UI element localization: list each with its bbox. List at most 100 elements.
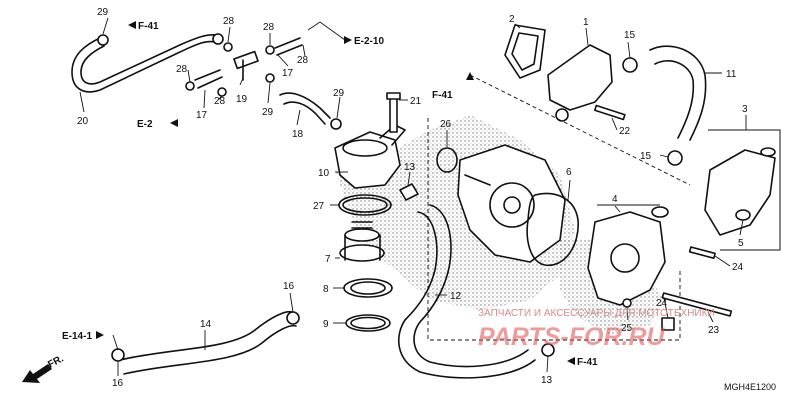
callout-10: 10 [318,168,330,179]
clamp-28-d-icon [185,81,195,91]
ref-f41-top: F-41 [138,21,159,32]
thermostat-cover-top [342,139,388,157]
callout-17-b: 17 [196,110,208,121]
hose-17-b [194,69,221,81]
dashed-outline-upper [469,74,691,186]
diagram-code: MGH4E1200 [724,382,776,392]
clamp-28-e-icon [217,87,227,97]
gasket-2 [504,24,546,79]
callout-9: 9 [323,319,329,330]
clamp-15-b-icon [667,150,683,166]
callout-28-c: 28 [297,55,309,66]
callout-13-a: 13 [404,162,416,173]
hose-18-inner [283,101,326,125]
seal-8-inner [350,281,386,295]
callout-5: 5 [738,238,744,249]
front-arrow-icon [22,364,52,383]
clamp-28-b-icon [223,42,233,52]
callout-24-b: 24 [656,298,668,309]
joint-19-icon [233,50,259,70]
clamp-29-b-icon [265,73,275,83]
gasket-2-inner [511,32,539,71]
outline-box-3 [708,129,781,251]
callout-15-b: 15 [640,151,652,162]
hose-17-a-inner [276,44,303,56]
callout-1: 1 [583,17,589,28]
clamp-16-a-icon [286,311,300,325]
o-ring-26 [436,147,458,173]
hose-17-b-inner [197,76,223,89]
hose-12 [398,211,536,379]
bolt-24-a-icon [688,246,716,260]
ref-e2-10: E-2-10 [354,36,384,47]
arrow-f41-mid-icon [466,72,474,80]
clamp-28-c-icon [265,45,275,55]
callout-19: 19 [236,94,248,105]
arrow-e2-icon [170,119,178,127]
thermostat-7 [339,244,385,262]
callout-28-b: 28 [263,22,275,33]
clamp-15-a-icon [622,57,638,73]
callout-29-c: 29 [333,88,345,99]
water-pump-body [457,144,566,263]
hose-18 [279,92,331,119]
ref-f41-mid: F-41 [432,90,453,101]
thermostat-cover-pipe [379,124,406,146]
callout-15-a: 15 [624,30,636,41]
watermark-line-2: PARTS-FOR.RU [478,323,666,351]
callout-23: 23 [708,325,720,336]
arrow-f41-top-icon [128,21,136,29]
callout-28-a: 28 [223,16,235,27]
ref-f41-bottom: F-41 [577,357,598,368]
clamp-16-b-icon [111,348,125,362]
o-ring-9-inner [350,316,386,330]
clamp-29-c-icon [330,118,342,130]
gasket-6 [526,192,579,266]
callout-21: 21 [410,96,422,107]
callout-22: 22 [619,126,631,137]
hose-11 [649,45,707,141]
ref-e2: E-2 [137,119,153,130]
water-pump-impeller [489,182,535,228]
callout-18: 18 [292,129,304,140]
water-pump-shaft [464,174,491,186]
callout-6: 6 [566,167,572,178]
callout-28-e: 28 [214,96,226,107]
callout-27: 27 [313,201,325,212]
callout-4: 4 [612,194,618,205]
water-pump-hub [503,196,521,214]
callout-29-a: 29 [97,7,109,18]
callout-12: 12 [450,291,462,302]
pipe-joint-3-port [760,147,776,157]
pump-cover-4-port [610,243,640,273]
hose-14-inner [123,324,297,375]
hose-20 [71,37,216,93]
callout-14: 14 [200,319,212,330]
washer-25-icon [622,298,632,308]
bolt-21-head-icon [386,92,401,100]
clamp-13-a-icon [399,183,419,201]
arrow-e14-1-icon [96,331,104,339]
o-ring-27-inner [342,197,388,213]
callout-20: 20 [77,116,89,127]
thermostat-7-body [344,234,381,261]
water-pipe-1 [547,44,613,111]
hose-11-inner [654,60,695,139]
callout-7: 7 [325,254,331,265]
arrow-e2-10-icon [344,36,352,44]
pipe-joint-3 [704,149,776,236]
callout-24-a: 24 [732,262,744,273]
callout-28-d: 28 [176,64,188,75]
callout-2: 2 [509,14,515,25]
callout-13-b: 13 [541,375,553,386]
hose-14 [119,310,293,361]
callout-11: 11 [726,69,737,80]
hose-17-a [274,37,301,49]
callout-17-a: 17 [282,68,294,79]
clamp-28-a-icon [212,33,224,45]
callout-3: 3 [742,104,748,115]
bolt-23-icon [661,292,733,317]
hose-12-inner [413,204,529,368]
water-pipe-1-port [555,108,569,122]
callout-8: 8 [323,284,329,295]
